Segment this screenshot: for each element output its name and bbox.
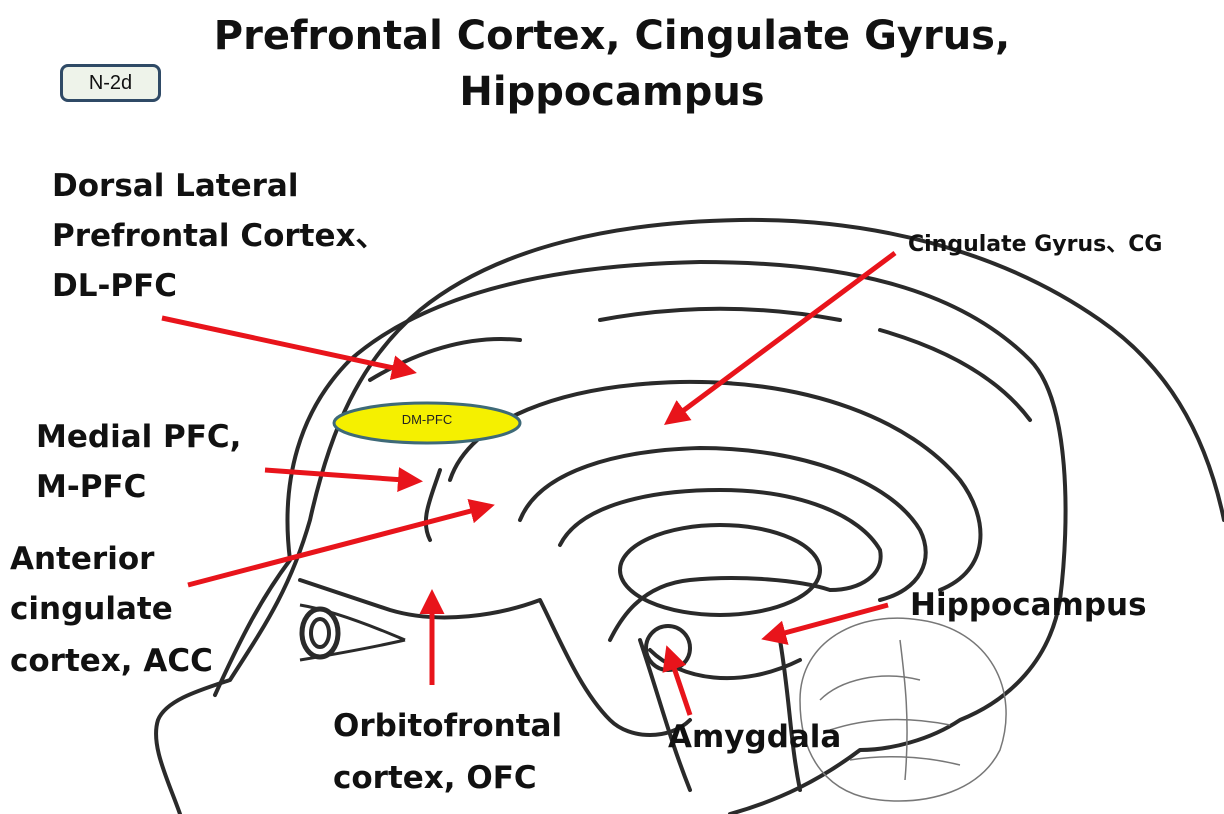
label-cingulate-gyrus: Cingulate Gyrus、CG xyxy=(908,224,1162,266)
gyrus-line-4 xyxy=(426,470,440,540)
arrow-cg xyxy=(668,253,895,422)
arrow-acc xyxy=(188,506,490,585)
label-acc-line1: Anterior xyxy=(10,538,154,580)
label-dlpfc-line1: Dorsal Lateral xyxy=(52,165,298,207)
page-title-line2: Hippocampus xyxy=(0,70,1224,114)
gyrus-line-1 xyxy=(370,339,520,380)
cerebellum xyxy=(800,618,1006,801)
page-title-line1: Prefrontal Cortex, Cingulate Gyrus, xyxy=(0,14,1224,58)
label-ofc-line2: cortex, OFC xyxy=(333,757,537,799)
label-dlpfc-line2: Prefrontal Cortex、 xyxy=(52,215,387,257)
arrow-dlpfc xyxy=(162,318,412,372)
cingulate-outer xyxy=(450,382,980,590)
arrows xyxy=(162,253,895,715)
label-ofc-line1: Orbitofrontal xyxy=(333,705,562,747)
arrow-mpfc xyxy=(265,470,418,481)
thalamus xyxy=(620,525,820,615)
slide-badge: N-2d xyxy=(60,64,161,102)
label-dlpfc-line3: DL-PFC xyxy=(52,265,177,307)
label-amygdala: Amygdala xyxy=(668,716,841,758)
label-acc-line2: cingulate xyxy=(10,588,173,630)
gyrus-line-3 xyxy=(880,330,1030,420)
label-mpfc-line2: M-PFC xyxy=(36,466,146,508)
eye xyxy=(300,605,405,660)
label-mpfc-line1: Medial PFC, xyxy=(36,416,241,458)
label-hippocampus: Hippocampus xyxy=(910,584,1147,626)
label-acc-line3: cortex, ACC xyxy=(10,640,213,682)
label-dmpfc: DM-PFC xyxy=(334,412,520,436)
